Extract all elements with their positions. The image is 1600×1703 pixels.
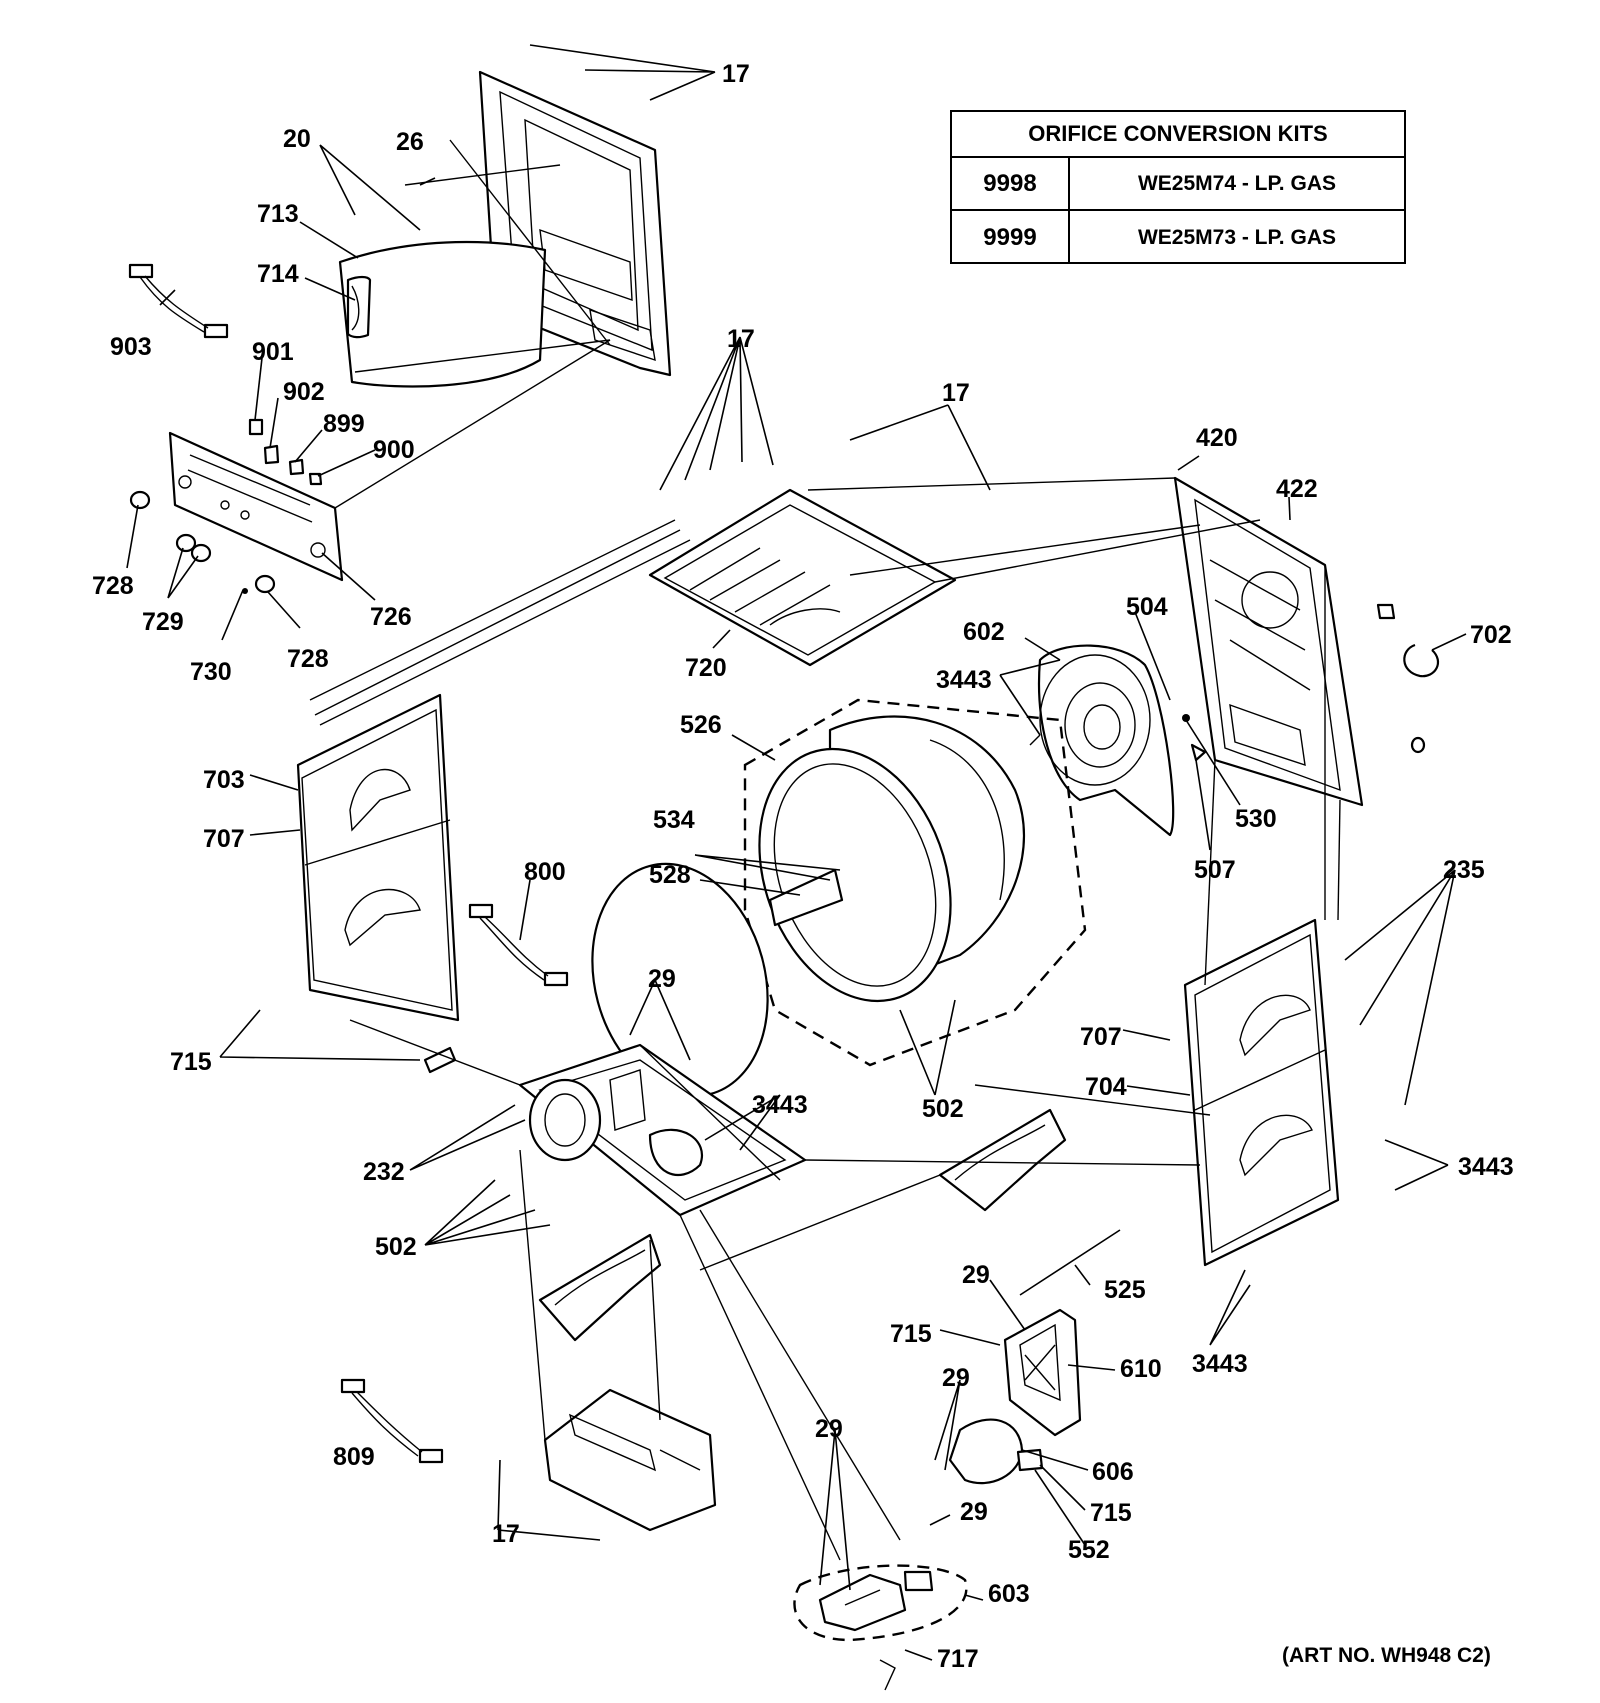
- callout-603: 603: [988, 1580, 1030, 1608]
- callout-525: 525: [1104, 1276, 1146, 1304]
- table-row: 9999 WE25M73 - LP. GAS: [952, 211, 1404, 264]
- callout-729: 729: [142, 608, 184, 636]
- wire-harness-809: [340, 1378, 444, 1464]
- knobs: [129, 490, 276, 594]
- door-panel: [338, 240, 547, 388]
- callout-504: 504: [1126, 593, 1168, 621]
- wire-harness-800: [468, 903, 569, 987]
- callout-703: 703: [203, 766, 245, 794]
- top-cover: [648, 488, 957, 667]
- callout-17-left-top: 17: [727, 325, 755, 353]
- callout-3443-bottom: 3443: [1192, 1350, 1248, 1378]
- brackets: [423, 1046, 1067, 1342]
- callout-552: 552: [1068, 1536, 1110, 1564]
- callout-526: 526: [680, 711, 722, 739]
- kit-code: 9998: [952, 158, 1070, 209]
- callout-899: 899: [323, 410, 365, 438]
- callout-900: 900: [373, 436, 415, 464]
- callout-602: 602: [963, 618, 1005, 646]
- callout-507: 507: [1194, 856, 1236, 884]
- callout-29-valve-right: 29: [960, 1498, 988, 1526]
- callout-17-right-top: 17: [942, 379, 970, 407]
- callout-20: 20: [283, 125, 311, 153]
- callout-29-center: 29: [648, 965, 676, 993]
- control-panel: [168, 418, 344, 582]
- callout-713: 713: [257, 200, 299, 228]
- callout-17-bottom: 17: [492, 1520, 520, 1548]
- callout-3443-top: 3443: [936, 666, 992, 694]
- callout-809: 809: [333, 1443, 375, 1471]
- callout-labels: 17 20 26 713 714 903 901 902 899 900 728…: [92, 60, 1514, 1673]
- callout-903: 903: [110, 333, 152, 361]
- callout-17-top: 17: [722, 60, 750, 88]
- callout-702: 702: [1470, 621, 1512, 649]
- callout-714: 714: [257, 260, 299, 288]
- callout-502-base: 502: [375, 1233, 417, 1261]
- callout-29-burner-mid: 29: [942, 1364, 970, 1392]
- callout-235: 235: [1443, 856, 1485, 884]
- side-panel-left: [296, 693, 460, 1022]
- callout-728-right: 728: [287, 645, 329, 673]
- callout-717: 717: [937, 1645, 979, 1673]
- callout-902: 902: [283, 378, 325, 406]
- callout-715-left: 715: [170, 1048, 212, 1076]
- small-clip-702: [1376, 603, 1439, 754]
- callout-715-burner: 715: [890, 1320, 932, 1348]
- table-row: 9998 WE25M74 - LP. GAS: [952, 158, 1404, 211]
- orifice-conversion-kits-table: ORIFICE CONVERSION KITS 9998 WE25M74 - L…: [950, 110, 1406, 264]
- callout-422: 422: [1276, 475, 1318, 503]
- callout-901: 901: [252, 338, 294, 366]
- kit-part: WE25M74 - LP. GAS: [1137, 171, 1336, 195]
- control-board: [543, 1388, 717, 1532]
- art-number: (ART NO. WH948 C2): [1282, 1644, 1491, 1667]
- kit-code: 9999: [952, 211, 1070, 264]
- side-panel-right: [1183, 918, 1340, 1267]
- callout-704: 704: [1085, 1073, 1127, 1101]
- callout-420: 420: [1196, 424, 1238, 452]
- callout-800: 800: [524, 858, 566, 886]
- callout-720: 720: [685, 654, 727, 682]
- callout-530: 530: [1235, 805, 1277, 833]
- callout-528: 528: [649, 861, 691, 889]
- callout-715-sensor: 715: [1090, 1499, 1132, 1527]
- callout-726: 726: [370, 603, 412, 631]
- rear-bulkhead: [1037, 644, 1207, 837]
- assembly-guide-lines: [309, 139, 1341, 1561]
- callout-232: 232: [363, 1158, 405, 1186]
- drum-assembly: [743, 698, 1087, 1067]
- callout-534: 534: [653, 806, 695, 834]
- kit-part: WE25M73 - LP. GAS: [1137, 225, 1336, 249]
- callout-3443-right: 3443: [1458, 1153, 1514, 1181]
- leader-lines: [126, 44, 1467, 1661]
- callout-610: 610: [1120, 1355, 1162, 1383]
- callout-707-left: 707: [203, 825, 245, 853]
- base-assembly: [518, 1043, 807, 1217]
- callout-3443-base: 3443: [752, 1091, 808, 1119]
- callout-29-valve: 29: [815, 1415, 843, 1443]
- wire-harness-903: [128, 263, 229, 339]
- callout-606: 606: [1092, 1458, 1134, 1486]
- callout-728-left: 728: [92, 572, 134, 600]
- rear-panel: [1173, 476, 1364, 807]
- gas-valve-assembly: [793, 1564, 968, 1691]
- table-title: ORIFICE CONVERSION KITS: [952, 112, 1404, 158]
- callout-26: 26: [396, 128, 424, 156]
- callout-730: 730: [190, 658, 232, 686]
- callout-502-drum: 502: [922, 1095, 964, 1123]
- callout-707-right: 707: [1080, 1023, 1122, 1051]
- burner-assembly: [948, 1229, 1121, 1485]
- callout-29-burner-top: 29: [962, 1261, 990, 1289]
